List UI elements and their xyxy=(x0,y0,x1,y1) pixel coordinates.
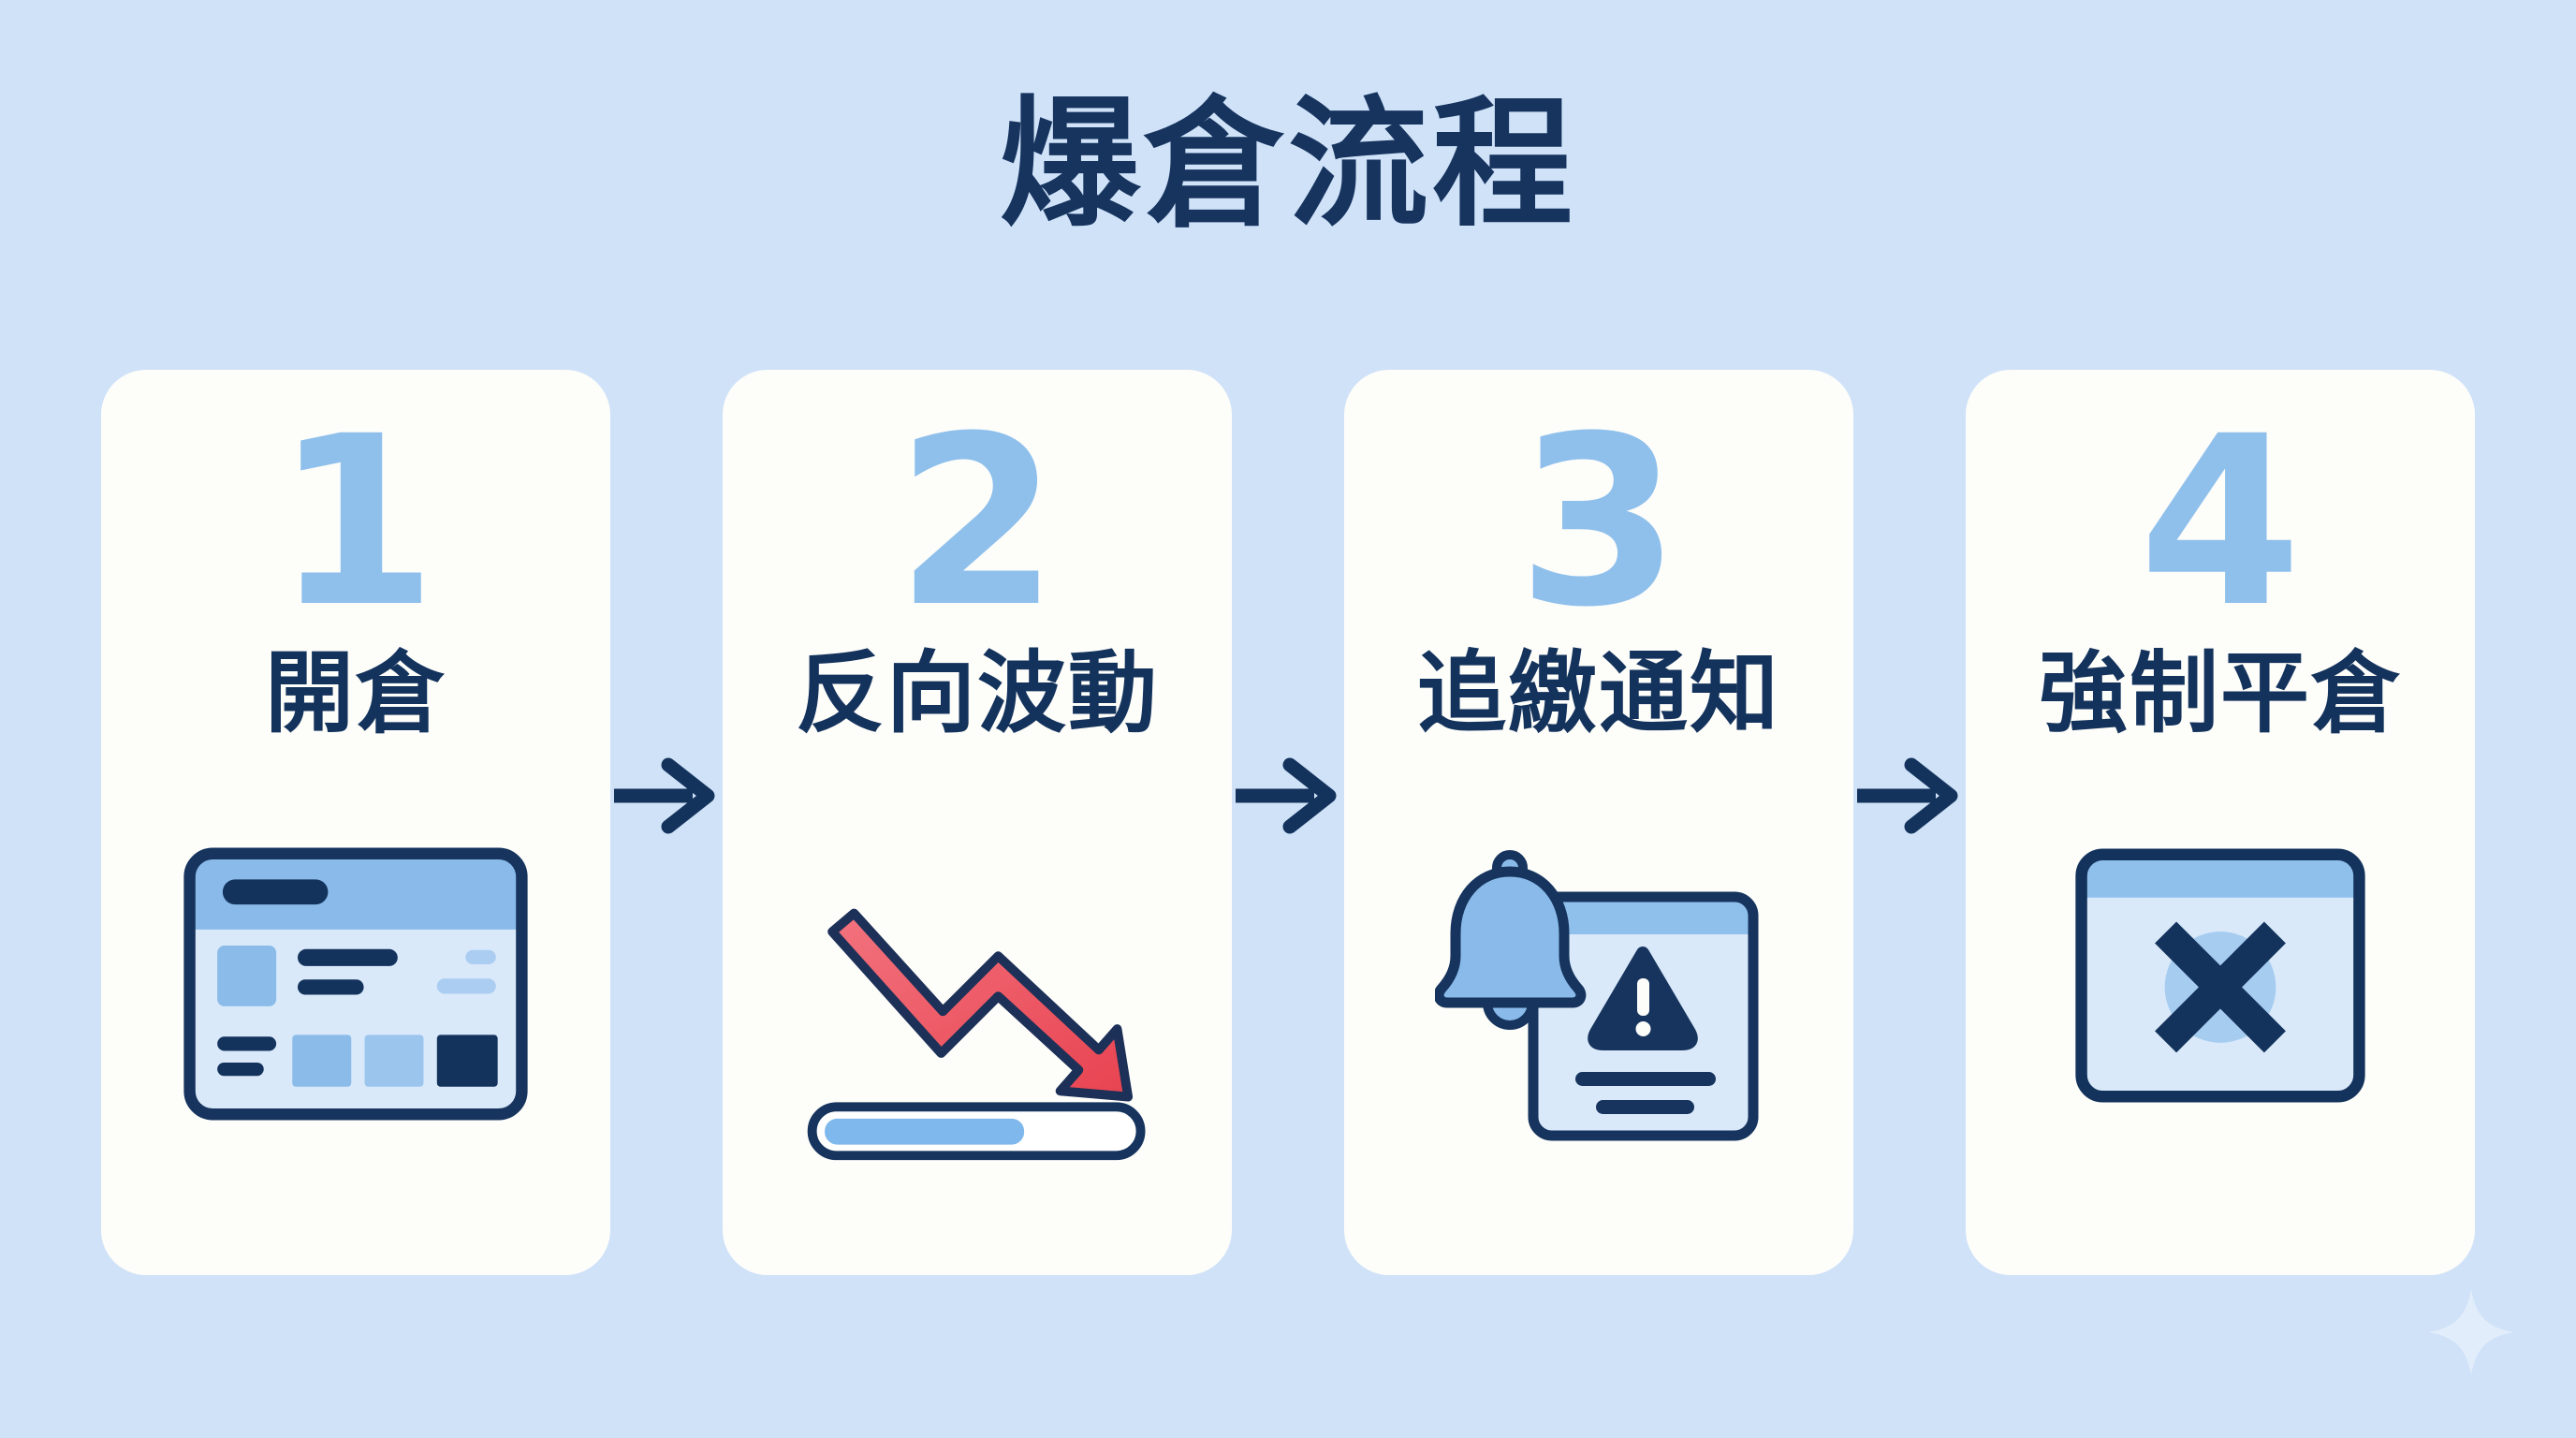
step-label: 追繳通知 xyxy=(1416,642,1780,745)
window-close-x-icon xyxy=(2072,845,2368,1109)
right-arrow-icon xyxy=(614,757,715,834)
flow-arrow-1 xyxy=(610,754,723,838)
step-label: 強制平倉 xyxy=(2038,642,2402,745)
flow-arrow-3 xyxy=(1853,754,1966,838)
step-label: 反向波動 xyxy=(795,642,1159,745)
open-position-panel-icon xyxy=(182,845,530,1126)
bell-warning-notice-icon xyxy=(1433,845,1763,1149)
step-number: 4 xyxy=(2139,386,2302,658)
step-card-margin-call: 3 追繳通知 xyxy=(1344,370,1853,1275)
process-flow: 1 開倉 xyxy=(101,370,2475,1275)
step-card-open-position: 1 開倉 xyxy=(101,370,610,1275)
step-card-adverse-move: 2 反向波動 xyxy=(723,370,1232,1275)
step-label: 開倉 xyxy=(264,642,446,745)
step-number: 2 xyxy=(896,386,1059,658)
step-number: 3 xyxy=(1517,386,1680,658)
flow-arrow-2 xyxy=(1232,754,1344,838)
downtrend-arrow-progress-icon xyxy=(793,845,1162,1169)
step-card-forced-liquidation: 4 強制平倉 xyxy=(1966,370,2475,1275)
page-title: 爆倉流程 xyxy=(999,83,1576,246)
right-arrow-icon xyxy=(1236,757,1337,834)
sparkle-icon xyxy=(2427,1288,2515,1376)
step-number: 1 xyxy=(274,386,437,658)
right-arrow-icon xyxy=(1857,757,1958,834)
